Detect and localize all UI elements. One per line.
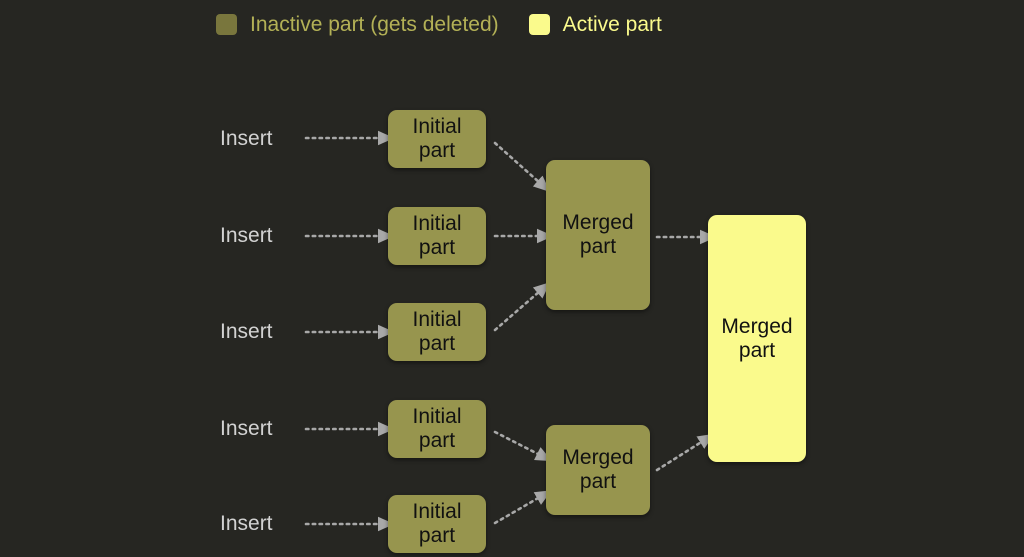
arrow-initial-5-to-merged-bottom <box>493 490 552 525</box>
insert-label-5: Insert <box>220 512 273 535</box>
initial-part-label-5-line2: part <box>418 524 456 547</box>
merged-part-bottom-label-line2: part <box>579 470 617 493</box>
initial-part-box-5[interactable]: Initial part <box>388 495 486 553</box>
merged-part-box-top[interactable]: Merged part <box>546 160 650 310</box>
merged-part-active-label-line1: Merged <box>721 314 793 338</box>
arrow-initial-4-to-merged-bottom <box>493 430 553 462</box>
initial-part-box-3[interactable]: Initial part <box>388 303 486 361</box>
initial-part-label-2-line1: Initial <box>412 212 462 236</box>
merged-part-bottom-label-line1: Merged <box>562 446 634 470</box>
initial-part-label-2-line2: part <box>418 236 456 259</box>
legend-label-inactive: Inactive part (gets deleted) <box>250 12 499 36</box>
initial-part-label-3-line2: part <box>418 332 456 355</box>
insert-label-4: Insert <box>220 417 273 440</box>
initial-part-box-4[interactable]: Initial part <box>388 400 486 458</box>
legend-label-active: Active part <box>562 12 662 36</box>
initial-part-box-1[interactable]: Initial part <box>388 110 486 168</box>
legend: Inactive part (gets deleted) Active part <box>216 8 662 40</box>
merged-part-top-label-line2: part <box>579 235 617 258</box>
legend-entry-active: Active part <box>528 12 662 36</box>
initial-part-label-5-line1: Initial <box>412 500 462 524</box>
legend-entry-inactive: Inactive part (gets deleted) <box>216 12 499 36</box>
arrow-merged-bottom-to-active <box>655 433 715 472</box>
initial-part-label-4-line2: part <box>418 429 456 452</box>
initial-part-label-1-line2: part <box>418 139 456 162</box>
insert-label-1: Insert <box>220 127 273 150</box>
initial-part-box-2[interactable]: Initial part <box>388 207 486 265</box>
initial-part-label-1-line1: Initial <box>412 115 462 139</box>
initial-part-label-4-line1: Initial <box>412 405 462 429</box>
merged-part-box-bottom[interactable]: Merged part <box>546 425 650 515</box>
merged-part-box-active[interactable]: Merged part <box>708 215 806 462</box>
merged-part-top-label-line1: Merged <box>562 211 634 235</box>
arrow-initial-3-to-merged-top <box>493 282 551 332</box>
inactive-swatch-icon <box>216 13 237 35</box>
insert-label-2: Insert <box>220 224 273 247</box>
arrow-initial-1-to-merged-top <box>493 141 551 192</box>
merged-part-active-label-line2: part <box>738 338 776 362</box>
initial-part-label-3-line1: Initial <box>412 308 462 332</box>
active-swatch-icon <box>528 13 550 35</box>
insert-label-3: Insert <box>220 320 273 343</box>
